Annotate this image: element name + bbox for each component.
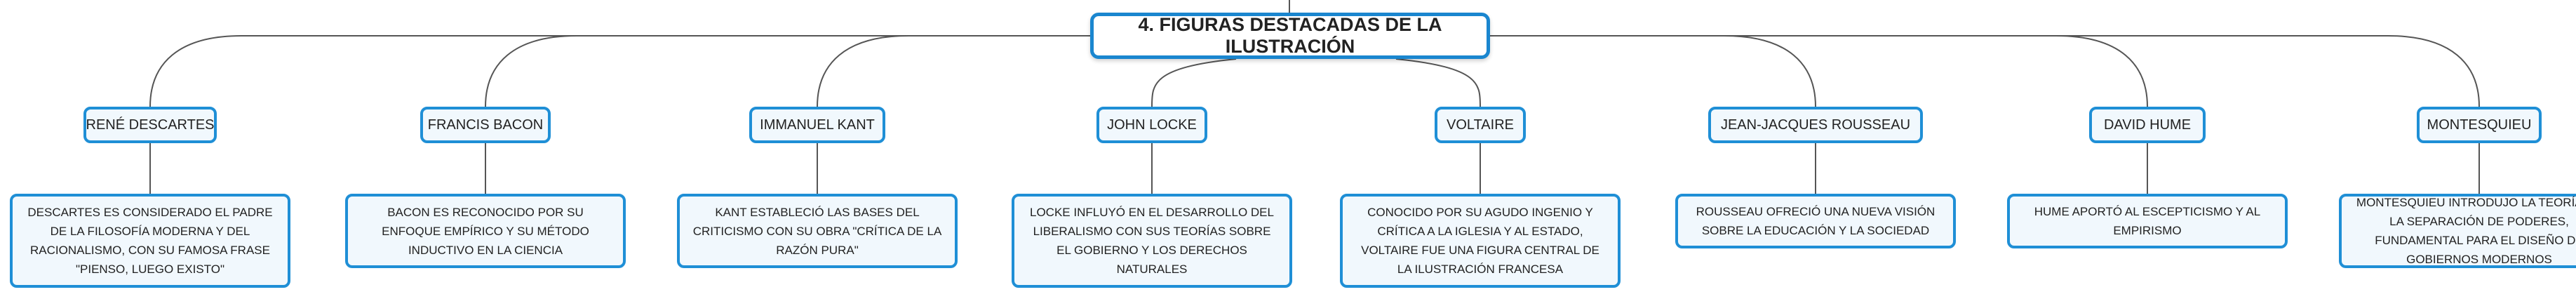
figure-description[interactable]: MONTESQUIEU INTRODUJO LA TEORÍA DE LA SE… [2339,194,2576,268]
figure-node[interactable]: JEAN-JACQUES ROUSSEAU [1708,107,1923,143]
figure-node[interactable]: FRANCIS BACON [420,107,551,143]
description-text: BACON ES RECONOCIDO POR SU ENFOQUE EMPÍR… [382,205,589,257]
branch-connector [149,35,1090,107]
description-text: DESCARTES ES CONSIDERADO EL PADRE DE LA … [27,206,273,276]
branch-connector [1395,58,1481,107]
branch-connector [1490,35,2480,107]
figure-node[interactable]: DAVID HUME [2089,107,2206,143]
figure-description[interactable]: ROUSSEAU OFRECIÓ UNA NUEVA VISIÓN SOBRE … [1675,194,1956,248]
figure-name: JOHN LOCKE [1107,117,1197,133]
branch-connector [1490,35,2148,107]
figure-description[interactable]: LOCKE INFLUYÓ EN EL DESARROLLO DEL LIBER… [1012,194,1292,288]
figure-description[interactable]: HUME APORTÓ AL ESCEPTICISMO Y AL EMPIRIS… [2007,194,2288,248]
figure-name: MONTESQUIEU [2427,117,2532,133]
root-title: 4. FIGURAS DESTACADAS DE LA ILUSTRACIÓN [1138,14,1442,57]
figure-name: JEAN-JACQUES ROUSSEAU [1720,117,1911,133]
figure-description[interactable]: KANT ESTABLECIÓ LAS BASES DEL CRITICISMO… [677,194,958,268]
branch-connector [1490,35,1816,107]
branch-connector [1151,58,1237,107]
description-text: CONOCIDO POR SU AGUDO INGENIO Y CRÍTICA … [1361,206,1599,276]
description-text: HUME APORTÓ AL ESCEPTICISMO Y AL EMPIRIS… [2034,205,2261,237]
figure-node[interactable]: IMMANUEL KANT [749,107,885,143]
description-text: LOCKE INFLUYÓ EN EL DESARROLLO DEL LIBER… [1030,206,1274,276]
figure-node[interactable]: MONTESQUIEU [2417,107,2542,143]
figure-name: IMMANUEL KANT [760,117,875,133]
figure-node[interactable]: JOHN LOCKE [1096,107,1207,143]
description-text: KANT ESTABLECIÓ LAS BASES DEL CRITICISMO… [692,205,942,257]
figure-name: RENÉ DESCARTES [86,117,215,133]
description-text: MONTESQUIEU INTRODUJO LA TEORÍA DE LA SE… [2356,196,2576,266]
figure-name: FRANCIS BACON [427,117,544,133]
figure-name: VOLTAIRE [1447,117,1514,133]
description-text: ROUSSEAU OFRECIÓ UNA NUEVA VISIÓN SOBRE … [1696,205,1936,237]
root-topic[interactable]: 4. FIGURAS DESTACADAS DE LA ILUSTRACIÓN [1090,13,1490,59]
figure-description[interactable]: CONOCIDO POR SU AGUDO INGENIO Y CRÍTICA … [1340,194,1621,288]
figure-description[interactable]: BACON ES RECONOCIDO POR SU ENFOQUE EMPÍR… [345,194,626,268]
branch-connector [817,35,1090,107]
figure-node[interactable]: VOLTAIRE [1435,107,1526,143]
figure-description[interactable]: DESCARTES ES CONSIDERADO EL PADRE DE LA … [10,194,290,288]
branch-connector [485,35,1090,107]
figure-node[interactable]: RENÉ DESCARTES [83,107,217,143]
figure-name: DAVID HUME [2103,117,2192,133]
